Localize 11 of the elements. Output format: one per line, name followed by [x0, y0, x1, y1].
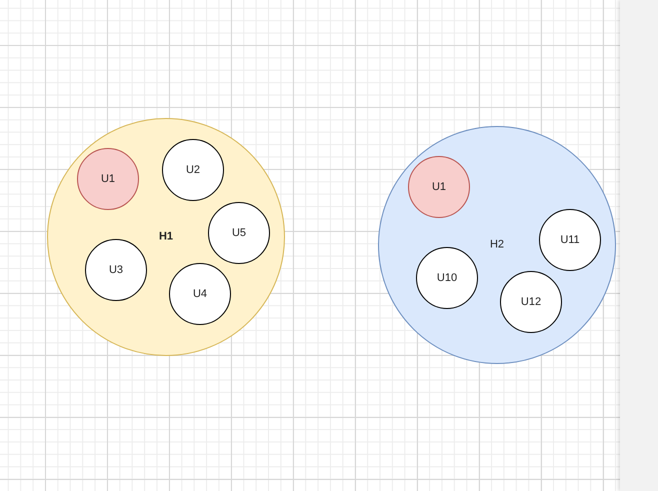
circle-node: U4 — [169, 263, 231, 325]
group-label: H1 — [158, 230, 174, 244]
group-label: H2 — [490, 238, 504, 252]
circle-node: U12 — [500, 271, 562, 333]
circle-node: U1 — [77, 148, 139, 210]
circle-node: U5 — [208, 202, 270, 264]
circle-node: U11 — [539, 209, 601, 271]
circle-node: U1 — [408, 156, 470, 218]
circle-node: U2 — [162, 139, 224, 201]
circle-node: U10 — [416, 247, 478, 309]
circle-node: U3 — [85, 239, 147, 301]
